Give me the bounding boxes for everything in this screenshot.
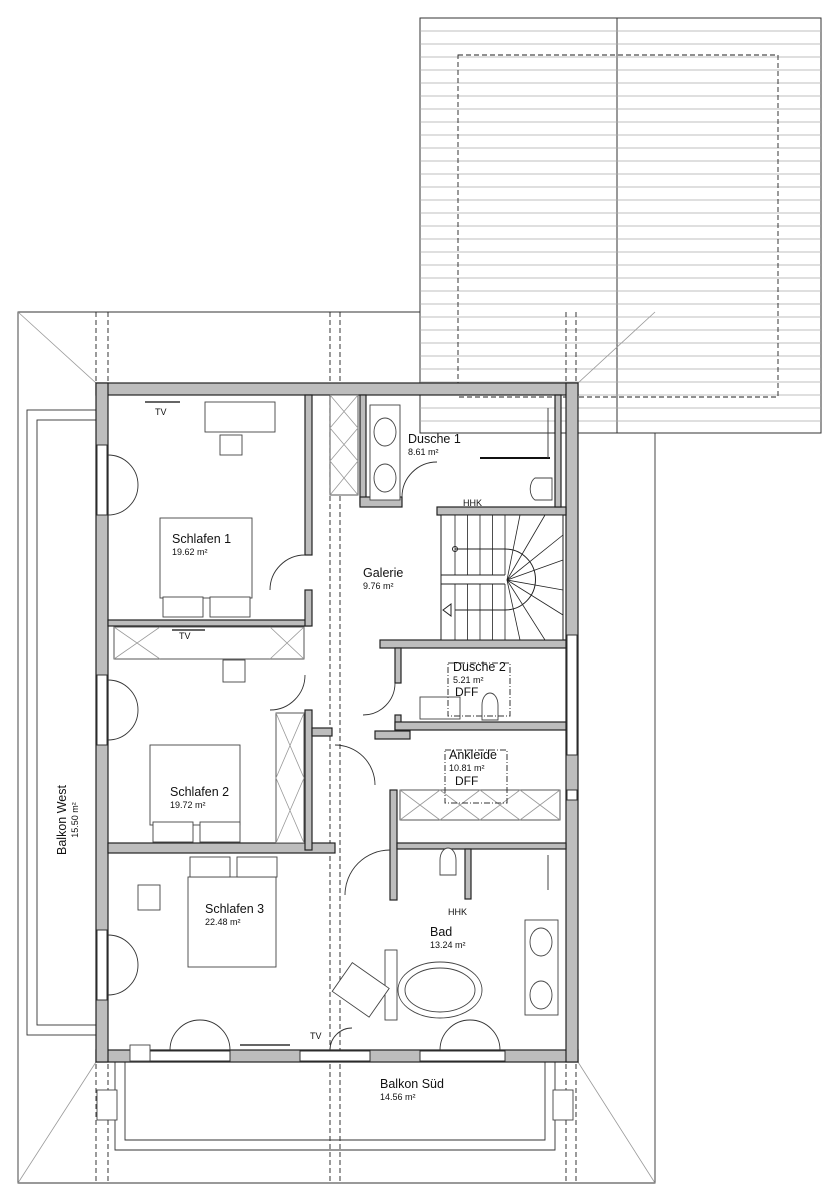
room-area: 8.61 m² — [408, 447, 439, 457]
room-dusche-1: Dusche 1 8.61 m² — [408, 432, 461, 457]
room-galerie: Galerie 9.76 m² — [363, 566, 403, 591]
room-schlafen-2: Schlafen 2 19.72 m² — [170, 785, 229, 810]
room-name: Schlafen 3 — [205, 902, 264, 916]
room-dusche-2: Dusche 2 5.21 m² DFF — [453, 660, 506, 699]
room-name: Balkon West — [55, 785, 69, 855]
room-area: 14.56 m² — [380, 1092, 416, 1102]
room-note: DFF — [455, 774, 478, 788]
room-name: Ankleide — [449, 748, 497, 762]
room-note: DFF — [455, 685, 478, 699]
stair-winder — [506, 579, 546, 641]
room-name: Galerie — [363, 566, 403, 580]
room-name: Bad — [430, 925, 452, 939]
room-schlafen-3: Schlafen 3 22.48 m² — [205, 902, 264, 927]
room-name: Balkon Süd — [380, 1077, 444, 1091]
staircase — [440, 514, 564, 641]
room-area: 19.72 m² — [170, 800, 206, 810]
room-area: 22.48 m² — [205, 917, 241, 927]
room-area: 15.50 m² — [70, 802, 80, 838]
stair-winder — [506, 579, 564, 616]
wardrobes — [113, 394, 561, 844]
room-area: 19.62 m² — [172, 547, 208, 557]
hhk-label: HHK — [448, 907, 467, 917]
room-name: Dusche 2 — [453, 660, 506, 674]
tv-label: TV — [155, 407, 167, 417]
stair-winder — [506, 559, 564, 581]
room-name: Schlafen 2 — [170, 785, 229, 799]
furniture — [107, 401, 559, 1062]
room-area: 10.81 m² — [449, 763, 485, 773]
room-schlafen-1: Schlafen 1 19.62 m² — [172, 532, 231, 557]
roof-area — [419, 17, 822, 434]
room-balkon-sued: Balkon Süd 14.56 m² — [380, 1077, 444, 1102]
stair-winder — [506, 579, 521, 641]
tv-label: TV — [179, 631, 191, 641]
stair-winder — [506, 534, 564, 581]
room-area: 5.21 m² — [453, 675, 484, 685]
room-bad: Bad 13.24 m² — [430, 925, 466, 950]
stair-winder — [506, 514, 546, 581]
room-balkon-west: Balkon West 15.50 m² — [55, 785, 80, 855]
room-area: 13.24 m² — [430, 940, 466, 950]
room-name: Dusche 1 — [408, 432, 461, 446]
stair-winder — [506, 514, 521, 581]
tv-label: TV — [310, 1031, 322, 1041]
room-area: 9.76 m² — [363, 581, 394, 591]
room-name: Schlafen 1 — [172, 532, 231, 546]
hhk-label: HHK — [463, 498, 482, 508]
room-ankleide: Ankleide 10.81 m² DFF — [449, 748, 497, 788]
balkon-west — [26, 409, 98, 1036]
balkon-sued — [96, 1062, 574, 1151]
room-labels: Schlafen 1 19.62 m² Schlafen 2 19.72 m² … — [55, 407, 506, 1102]
